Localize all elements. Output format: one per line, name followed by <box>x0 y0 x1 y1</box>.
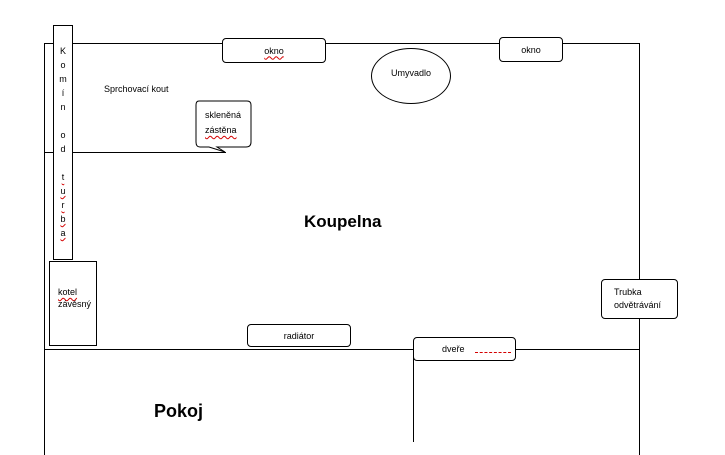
door-spellcheck-mark <box>474 351 511 353</box>
living-room-label: Pokoj <box>154 401 204 421</box>
sink-label: Umyvadlo <box>390 68 431 78</box>
chimney-letter: í <box>61 88 65 98</box>
chimney-letter: a <box>60 228 66 238</box>
door-box: dveře <box>413 337 516 361</box>
chimney-letter: K <box>59 46 66 56</box>
vent-pipe-label-line1: Trubka <box>614 287 642 297</box>
chimney-letter: u <box>60 186 66 196</box>
left-wall <box>44 43 45 455</box>
chimney-letter: m <box>59 74 67 84</box>
boiler-box: kotel závěsný <box>49 261 97 346</box>
window-right: okno <box>499 37 563 62</box>
dividing-wall <box>44 349 640 350</box>
window-left-label: okno <box>264 45 284 56</box>
door-partition <box>413 349 414 442</box>
chimney-letter <box>62 156 65 170</box>
chimney-letter: r <box>61 200 65 210</box>
chimney-letter <box>62 114 65 128</box>
boiler-label-line2: závěsný <box>58 299 92 309</box>
window-right-label: okno <box>521 44 541 55</box>
radiator-label: radiátor <box>283 330 315 341</box>
glass-panel-callout <box>195 100 252 153</box>
window-left: okno <box>222 38 326 63</box>
chimney: K o m í n o d t u r b a <box>53 25 73 260</box>
glass-panel-label-line2: zástěna <box>205 125 237 135</box>
vent-pipe-box: Trubka odvětrávání <box>601 279 678 319</box>
bathroom-label: Koupelna <box>304 212 382 231</box>
chimney-letter: b <box>60 214 66 224</box>
shower-label: Sprchovací kout <box>104 84 169 94</box>
boiler-label-line1: kotel <box>58 287 78 297</box>
vent-pipe-label-line2: odvětrávání <box>614 300 662 310</box>
top-wall <box>44 43 640 44</box>
glass-panel-label-line1: skleněná <box>205 110 242 120</box>
shower-wall <box>44 152 226 153</box>
chimney-letter: t <box>61 172 65 182</box>
radiator-box: radiátor <box>247 324 351 347</box>
door-label: dveře <box>442 344 465 354</box>
chimney-letter: d <box>60 144 66 154</box>
chimney-letter: o <box>60 60 66 70</box>
chimney-letter: n <box>60 102 66 112</box>
sink-ellipse: Umyvadlo <box>371 48 451 104</box>
chimney-letter: o <box>60 130 66 140</box>
right-wall <box>639 43 640 455</box>
